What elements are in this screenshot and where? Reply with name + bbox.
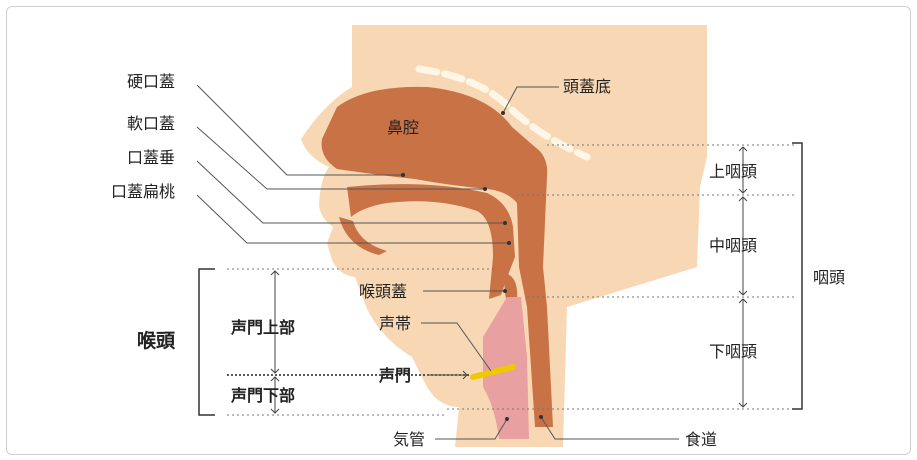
esophagus-dot xyxy=(539,415,543,419)
label-vocal-cord: 声帯 xyxy=(379,314,411,333)
label-pharynx: 咽頭 xyxy=(813,268,845,287)
throat-anatomy-diagram: 硬口蓋 軟口蓋 口蓋垂 口蓋扁桃 頭蓋底 鼻腔 喉頭蓋 声帯 喉頭 声門上部 声… xyxy=(7,7,910,454)
tonsil-dot xyxy=(507,241,511,245)
hard-palate-dot xyxy=(401,173,405,177)
label-uvula: 口蓋垂 xyxy=(127,148,175,167)
label-esophagus: 食道 xyxy=(685,430,717,449)
label-soft-palate: 軟口蓋 xyxy=(127,114,175,133)
diagram-frame: 硬口蓋 軟口蓋 口蓋垂 口蓋扁桃 頭蓋底 鼻腔 喉頭蓋 声帯 喉頭 声門上部 声… xyxy=(6,6,911,455)
soft-palate-dot xyxy=(483,187,487,191)
label-trachea: 気管 xyxy=(393,430,425,449)
label-larynx: 喉頭 xyxy=(137,329,176,352)
label-hypopharynx: 下咽頭 xyxy=(709,342,757,361)
uvula-dot xyxy=(503,221,507,225)
epiglottis-dot xyxy=(503,289,507,293)
trachea-dot xyxy=(505,417,509,421)
label-epipharynx: 上咽頭 xyxy=(709,162,757,181)
label-supraglottis: 声門上部 xyxy=(230,318,295,337)
label-glottis: 声門 xyxy=(378,366,411,385)
label-mesopharynx: 中咽頭 xyxy=(709,236,757,255)
label-hard-palate: 硬口蓋 xyxy=(127,72,175,91)
label-nasal-cavity: 鼻腔 xyxy=(387,118,419,137)
skull-base-dot xyxy=(501,111,505,115)
label-tonsil: 口蓋扁桃 xyxy=(111,182,175,201)
label-epiglottis: 喉頭蓋 xyxy=(359,282,407,301)
label-skull-base: 頭蓋底 xyxy=(563,77,611,96)
larynx-bracket xyxy=(199,269,215,415)
label-subglottis: 声門下部 xyxy=(230,386,295,405)
pharynx-bracket xyxy=(792,143,802,409)
